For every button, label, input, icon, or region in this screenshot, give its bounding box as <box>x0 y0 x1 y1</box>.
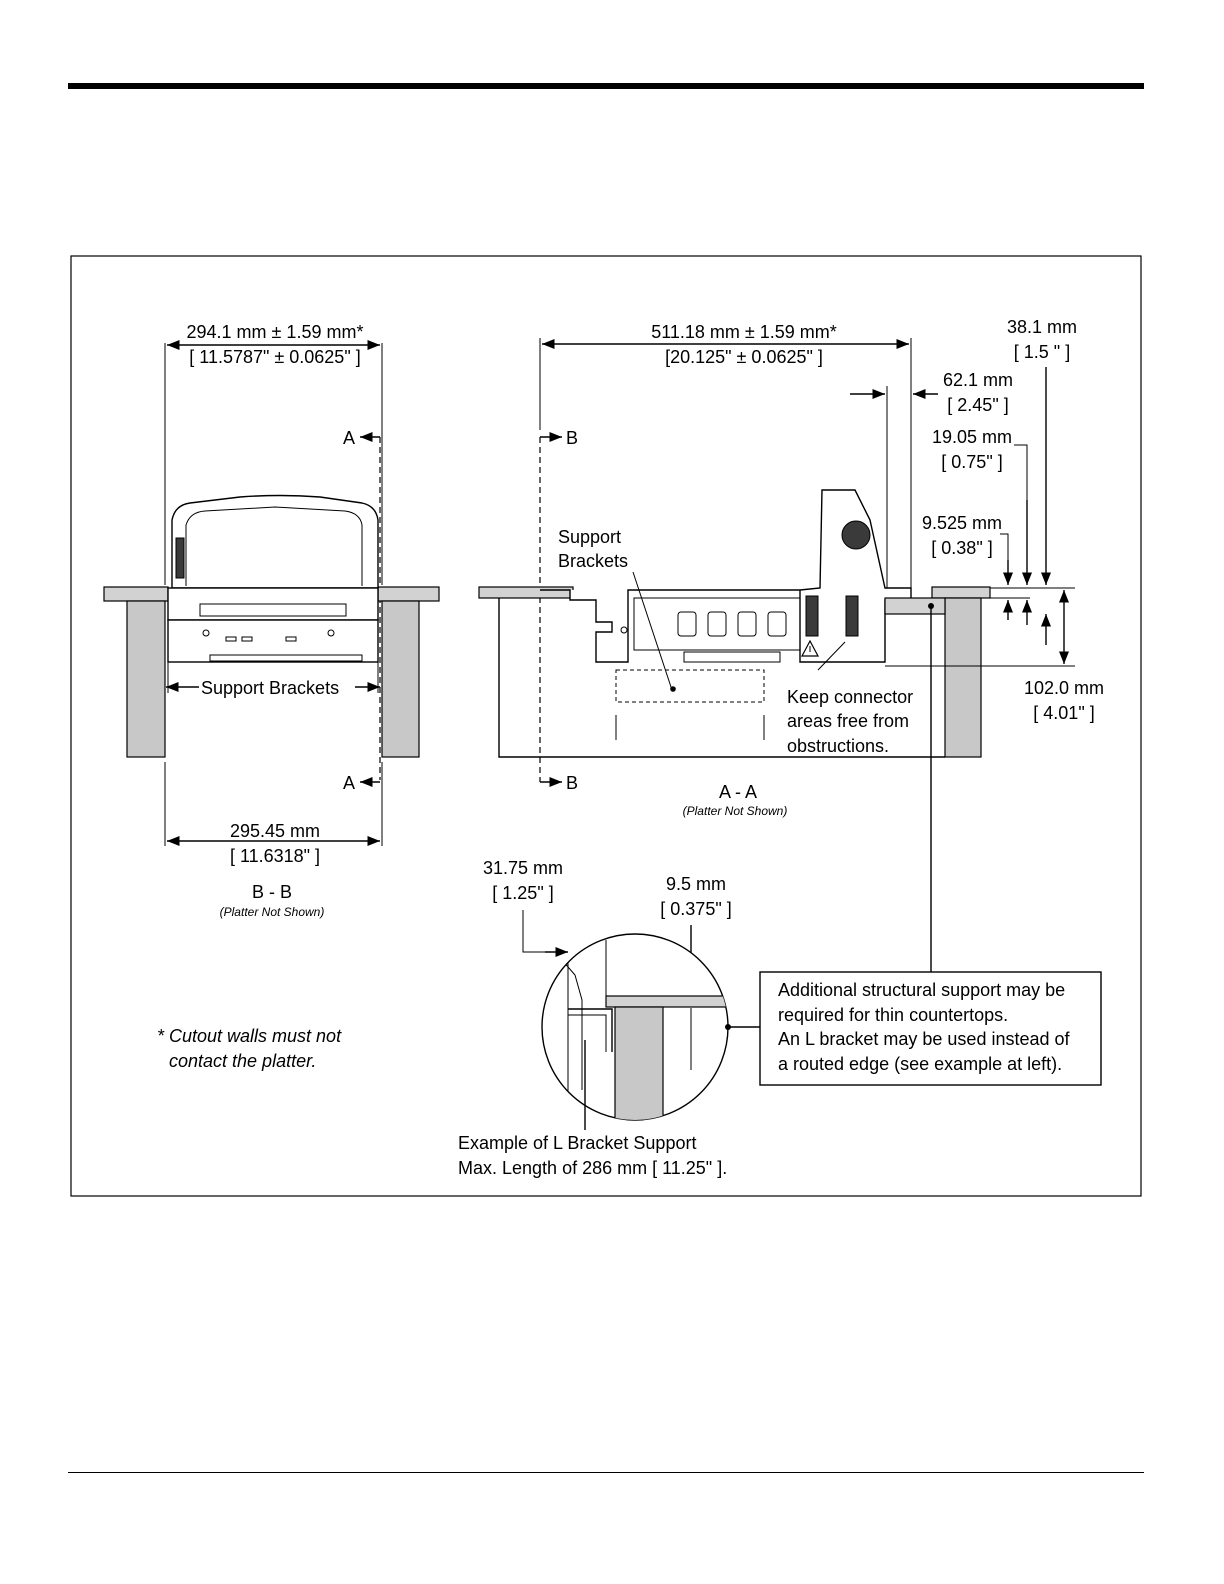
note-line-1: Additional structural support may be <box>778 980 1065 1000</box>
footnote-line-2: contact the platter. <box>169 1051 316 1071</box>
bb-subtitle: (Platter Not Shown) <box>220 905 325 919</box>
aa-subtitle: (Platter Not Shown) <box>683 804 788 818</box>
bb-bottom-dim-in: [ 11.6318" ] <box>230 846 320 866</box>
footnote: * Cutout walls must not contact the plat… <box>157 1026 342 1071</box>
bb-port-1 <box>225 636 237 642</box>
bb-wall-right <box>381 600 420 758</box>
bb-top-dim-mm: 294.1 mm ± 1.59 mm* <box>187 322 364 342</box>
detail-l-bracket <box>568 1008 613 1052</box>
aa-cutout-outline <box>498 598 945 758</box>
note-line-3: An L bracket may be used instead of <box>778 1029 1071 1049</box>
bb-bottom-dim-mm: 295.45 mm <box>230 821 320 841</box>
aa-keep-line-2: areas free from <box>787 711 909 731</box>
aa-vent-1 <box>677 611 697 637</box>
aa-dim-38-mm: 38.1 mm <box>1007 317 1077 337</box>
detail-lbracket-line-1: Example of L Bracket Support <box>458 1133 696 1153</box>
aa-scanner-foot <box>683 651 781 663</box>
note-box: Additional structural support may be req… <box>759 971 1102 1086</box>
bb-screw-left <box>202 629 210 637</box>
aa-dim-102-mm: 102.0 mm <box>1024 678 1104 698</box>
aa-connector-2 <box>845 595 859 637</box>
note-line-4: a routed edge (see example at left). <box>778 1054 1062 1074</box>
detail-dim-31-in: [ 1.25" ] <box>492 883 553 903</box>
bb-top-dim-in: [ 11.5787" ± 0.0625" ] <box>189 347 360 367</box>
aa-section-mark-bottom: B <box>566 773 578 793</box>
aa-wall-right <box>944 597 982 758</box>
bb-support-label: Support Brackets <box>201 678 339 698</box>
aa-vent-4 <box>767 611 787 637</box>
detail-lbracket-line-2: Max. Length of 286 mm [ 11.25" ]. <box>458 1158 727 1178</box>
aa-keep-line-3: obstructions. <box>787 736 889 756</box>
aa-support-label-1: Support <box>558 527 621 547</box>
bb-port-3 <box>285 636 297 642</box>
aa-dim-9525-in: [ 0.38" ] <box>931 538 992 558</box>
detail-dim-31-mm: 31.75 mm <box>483 858 563 878</box>
aa-keep-line-1: Keep connector <box>787 687 913 707</box>
section-aa: 511.18 mm ± 1.59 mm* [20.125" ± 0.0625" … <box>478 317 1104 972</box>
detail-dim-31-leader <box>522 910 545 953</box>
aa-dim-9525-mm: 9.525 mm <box>922 513 1002 533</box>
aa-bracket-area <box>615 669 765 703</box>
detail-view: 31.75 mm [ 1.25" ] 9.5 mm [ 0.375" ] Exa… <box>458 858 760 1178</box>
note-box-frame <box>759 971 1102 1086</box>
bb-port-2 <box>241 636 253 642</box>
aa-dim-19-leader <box>1014 444 1028 500</box>
bb-counter-left <box>103 586 169 602</box>
aa-counter-left <box>478 586 574 599</box>
aa-screw <box>620 626 628 634</box>
detail-wall <box>614 1006 664 1120</box>
aa-dim-19-in: [ 0.75" ] <box>941 452 1002 472</box>
aa-vent-2 <box>707 611 727 637</box>
detail-dim-95-in: [ 0.375" ] <box>660 899 731 919</box>
drawing-frame <box>70 255 1142 1197</box>
bb-section-mark-top: A <box>343 428 355 448</box>
aa-support-leader <box>632 571 673 691</box>
aa-top-dim-mm: 511.18 mm ± 1.59 mm* <box>651 322 837 342</box>
aa-connector-1 <box>805 595 819 637</box>
footnote-line-1: Cutout walls must not <box>169 1026 342 1046</box>
footnote-star: * <box>157 1026 165 1046</box>
footer-rule <box>68 1472 1144 1473</box>
bb-scanner-buttons <box>175 537 185 579</box>
aa-section-mark-top: B <box>566 428 578 448</box>
bb-screw-right <box>327 629 335 637</box>
detail-dim-95-mm: 9.5 mm <box>666 874 726 894</box>
bb-title: B - B <box>252 882 292 902</box>
detail-l-bracket-inner <box>568 1014 607 1052</box>
section-bb: 294.1 mm ± 1.59 mm* [ 11.5787" ± 0.0625"… <box>103 322 440 919</box>
aa-counter-right <box>931 586 991 599</box>
aa-support-label-2: Brackets <box>558 551 628 571</box>
aa-support-dot <box>670 686 676 692</box>
aa-top-dim-in: [20.125" ± 0.0625" ] <box>665 347 823 367</box>
aa-dim-19-mm: 19.05 mm <box>932 427 1012 447</box>
aa-dim-9525-leader <box>1000 533 1009 560</box>
aa-support-block <box>884 597 946 615</box>
detail-countertop <box>605 995 728 1008</box>
bb-counter-right <box>377 586 440 602</box>
aa-speaker <box>841 520 871 550</box>
aa-dim-38-in: [ 1.5 " ] <box>1014 342 1070 362</box>
aa-title: A - A <box>719 782 757 802</box>
aa-keep-leader <box>817 641 846 671</box>
bb-scanner-base <box>167 619 379 663</box>
aa-dim-102-in: [ 4.01" ] <box>1033 703 1094 723</box>
bb-scanner-slot <box>199 603 347 617</box>
bb-scanner-window <box>185 506 363 586</box>
aa-scanner-body <box>633 597 801 651</box>
bb-scanner-tower <box>171 494 379 589</box>
note-line-2: required for thin countertops. <box>778 1005 1008 1025</box>
bb-wall-left <box>126 600 166 758</box>
aa-vent-3 <box>737 611 757 637</box>
bb-section-mark-bottom: A <box>343 773 355 793</box>
bb-scanner-foot <box>209 654 363 662</box>
aa-dim-62-in: [ 2.45" ] <box>947 395 1008 415</box>
aa-dim-62-mm: 62.1 mm <box>943 370 1013 390</box>
header-rule <box>68 83 1144 89</box>
